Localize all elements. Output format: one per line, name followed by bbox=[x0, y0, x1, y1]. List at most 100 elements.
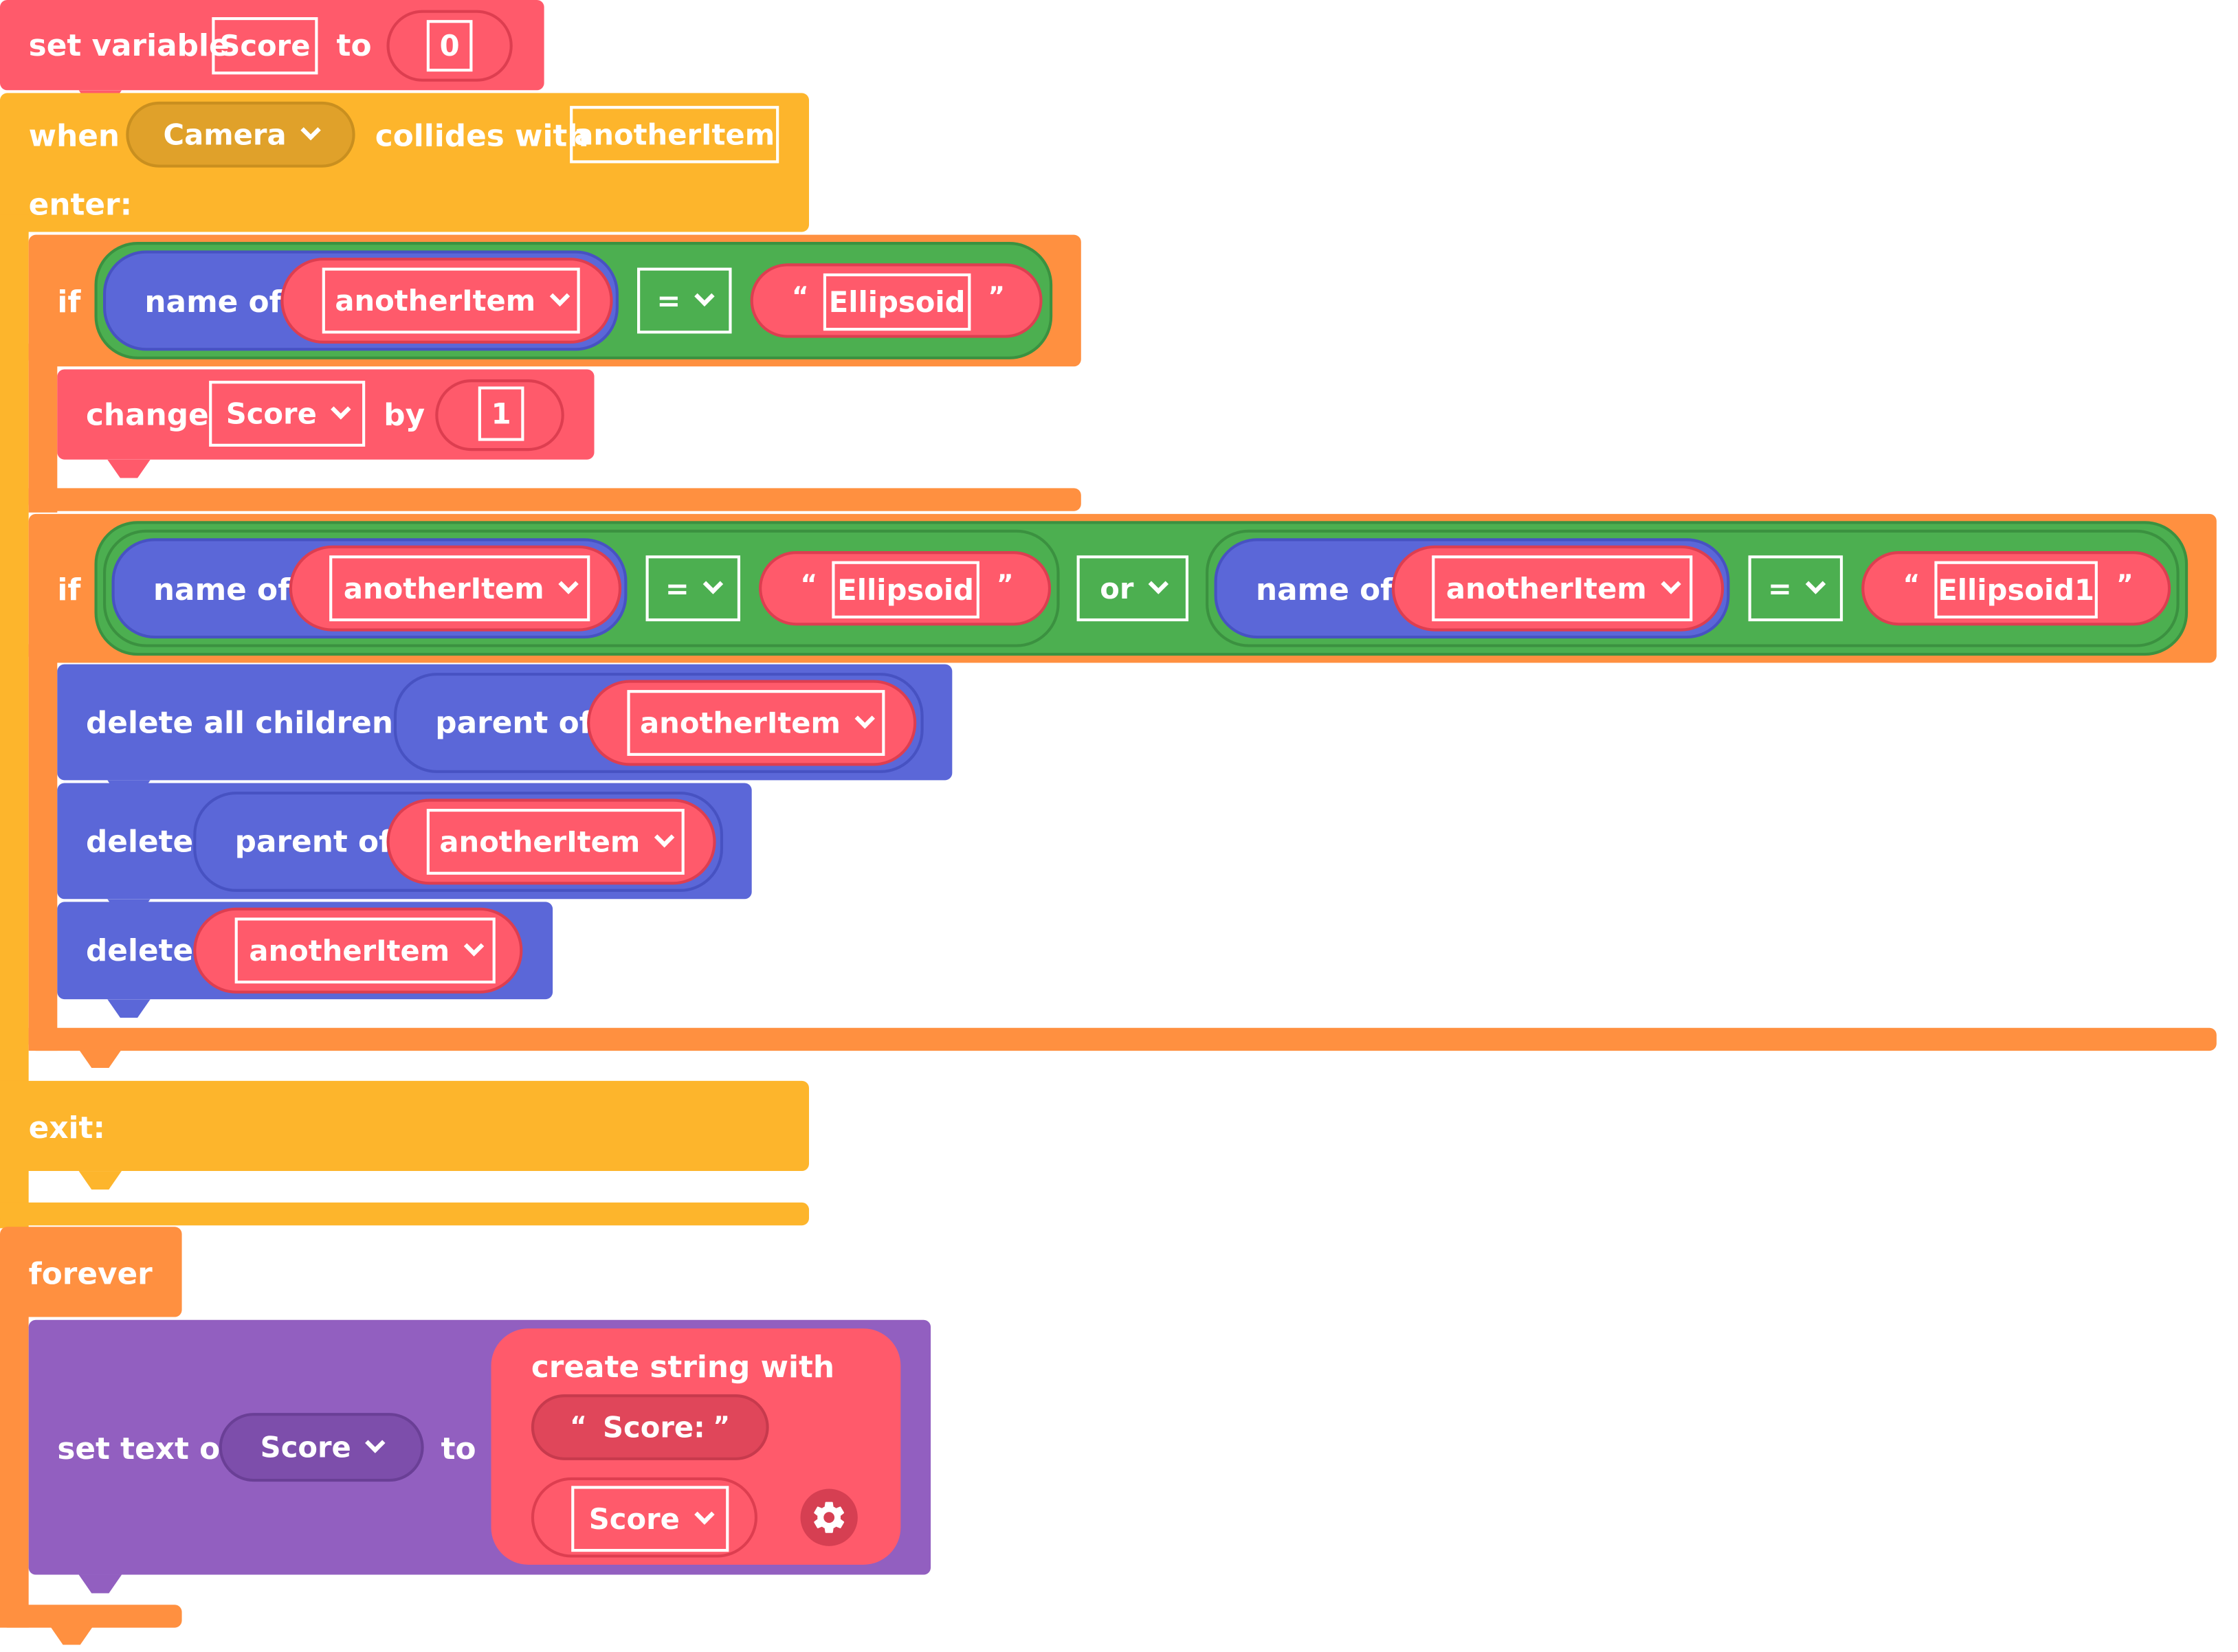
block-notch bbox=[49, 1626, 93, 1645]
chevron-down-icon bbox=[694, 286, 716, 306]
delete-label: delete bbox=[85, 933, 194, 968]
chevron-down-icon bbox=[331, 399, 351, 420]
name-of-label: name of bbox=[153, 572, 291, 607]
block-notch bbox=[78, 1171, 122, 1190]
item-dropdown[interactable]: anotherItem bbox=[234, 917, 496, 984]
block-notch bbox=[78, 1049, 122, 1069]
set-text-label: set text of bbox=[57, 1431, 234, 1466]
text-literal-field-right[interactable]: Ellipsoid1 bbox=[1934, 561, 2098, 618]
object-dropdown-value: Camera bbox=[163, 117, 287, 152]
object-dropdown[interactable]: Camera bbox=[126, 101, 355, 168]
chevron-down-icon bbox=[365, 1433, 386, 1453]
item-pill-right[interactable] bbox=[1391, 545, 1725, 632]
parent-of-label: parent of bbox=[234, 824, 392, 859]
chevron-down-icon bbox=[1806, 574, 1827, 594]
operator-dropdown[interactable]: = bbox=[637, 267, 732, 334]
logic-operator-value: or bbox=[1100, 571, 1134, 606]
set-text-block[interactable]: set text of Score to create string with … bbox=[28, 1319, 931, 1575]
change-variable-dropdown[interactable]: Score bbox=[209, 381, 366, 447]
forever-rail bbox=[0, 1295, 29, 1628]
set-variable-block[interactable]: set variable Score to 0 bbox=[0, 0, 544, 91]
block-notch bbox=[107, 459, 151, 478]
to-label: to bbox=[336, 28, 372, 63]
target-dropdown-value: Score bbox=[260, 1430, 351, 1465]
chevron-down-icon bbox=[654, 827, 675, 848]
variable-pill[interactable] bbox=[531, 1477, 758, 1558]
chevron-down-icon bbox=[558, 574, 579, 594]
collision-param-field[interactable]: anotherItem bbox=[570, 106, 779, 164]
open-quote: “ bbox=[1903, 570, 1920, 600]
item-dropdown-right[interactable]: anotherItem bbox=[1432, 555, 1693, 622]
gear-icon[interactable] bbox=[800, 1488, 858, 1546]
change-label: change bbox=[85, 398, 209, 433]
delete-parent-block[interactable]: delete parent of anotherItem bbox=[57, 783, 752, 900]
chevron-down-icon bbox=[1661, 574, 1681, 594]
delete-item-block[interactable]: delete anotherItem bbox=[57, 902, 553, 1000]
item-dropdown[interactable]: anotherItem bbox=[322, 267, 580, 334]
variable-dropdown-value: Score bbox=[588, 1502, 680, 1537]
create-string-block[interactable]: create string with “ Score: ” Score bbox=[491, 1328, 901, 1565]
chevron-down-icon bbox=[549, 286, 570, 306]
exit-section bbox=[0, 1080, 810, 1172]
item-pill[interactable] bbox=[280, 257, 613, 344]
name-of-label: name of bbox=[144, 284, 282, 320]
forever-label: forever bbox=[28, 1257, 153, 1292]
open-quote: “ bbox=[570, 1411, 587, 1442]
delete-all-children-block[interactable]: delete all children of parent of another… bbox=[57, 664, 953, 781]
operator-value: = bbox=[665, 571, 689, 606]
variable-dropdown[interactable]: Score bbox=[571, 1486, 729, 1552]
delete-label: delete bbox=[85, 824, 194, 859]
variable-name-field[interactable]: Score bbox=[212, 16, 318, 75]
text-literal-field[interactable]: Ellipsoid bbox=[823, 273, 971, 331]
if-label: if bbox=[57, 284, 81, 320]
forever-block[interactable]: forever bbox=[0, 1227, 182, 1317]
string-literal-value[interactable]: Score: bbox=[603, 1409, 705, 1444]
by-value-field[interactable]: 1 bbox=[478, 386, 524, 441]
text-literal-field-left[interactable]: Ellipsoid bbox=[832, 561, 979, 618]
string-literal-pill[interactable] bbox=[531, 1394, 769, 1460]
logic-operator-dropdown[interactable]: or bbox=[1076, 555, 1189, 622]
block-notch bbox=[78, 1574, 122, 1594]
parent-of-label: parent of bbox=[435, 706, 592, 741]
item-dropdown-left[interactable]: anotherItem bbox=[329, 555, 590, 622]
chevron-down-icon bbox=[463, 936, 485, 957]
when-block-left-rail bbox=[0, 214, 29, 1229]
change-variable-value: Score bbox=[225, 397, 317, 432]
when-block-bottom bbox=[0, 1202, 810, 1226]
exit-label: exit: bbox=[28, 1110, 105, 1146]
create-string-label: create string with bbox=[531, 1350, 835, 1385]
forever-bottom bbox=[0, 1605, 182, 1628]
chevron-down-icon bbox=[1148, 574, 1168, 594]
change-variable-block[interactable]: change Score by 1 bbox=[57, 369, 595, 460]
parent-item-dropdown[interactable]: anotherItem bbox=[426, 809, 685, 875]
if-block-1-rail bbox=[28, 343, 58, 513]
item-pill-left[interactable] bbox=[289, 545, 622, 632]
chevron-down-icon bbox=[854, 708, 876, 729]
item-dropdown-value: anotherItem bbox=[335, 283, 536, 318]
item-dropdown-value: anotherItem bbox=[249, 933, 450, 968]
if-block-2-bottom bbox=[28, 1027, 2217, 1051]
chevron-down-icon bbox=[703, 574, 724, 594]
operator-dropdown-left[interactable]: = bbox=[645, 555, 741, 622]
if-block-2-rail bbox=[28, 644, 58, 1051]
close-quote: ” bbox=[2116, 570, 2134, 600]
set-variable-label: set variable bbox=[28, 28, 230, 63]
parent-item-pill[interactable] bbox=[587, 680, 917, 766]
close-quote: ” bbox=[996, 570, 1014, 600]
open-quote: “ bbox=[800, 570, 818, 600]
open-quote: “ bbox=[792, 282, 809, 313]
parent-item-pill[interactable] bbox=[386, 799, 716, 885]
block-notch bbox=[107, 999, 151, 1018]
item-dropdown-value: anotherItem bbox=[439, 824, 641, 859]
parent-item-dropdown[interactable]: anotherItem bbox=[627, 690, 885, 756]
chevron-down-icon bbox=[694, 1504, 715, 1525]
if-label: if bbox=[57, 572, 81, 607]
operator-dropdown-right[interactable]: = bbox=[1748, 555, 1843, 622]
target-dropdown[interactable]: Score bbox=[219, 1413, 424, 1482]
item-pill[interactable] bbox=[193, 907, 523, 994]
close-quote: ” bbox=[713, 1411, 731, 1442]
item-dropdown-value: anotherItem bbox=[640, 706, 841, 741]
value-field[interactable]: 0 bbox=[426, 20, 473, 72]
operator-value: = bbox=[1767, 571, 1792, 606]
